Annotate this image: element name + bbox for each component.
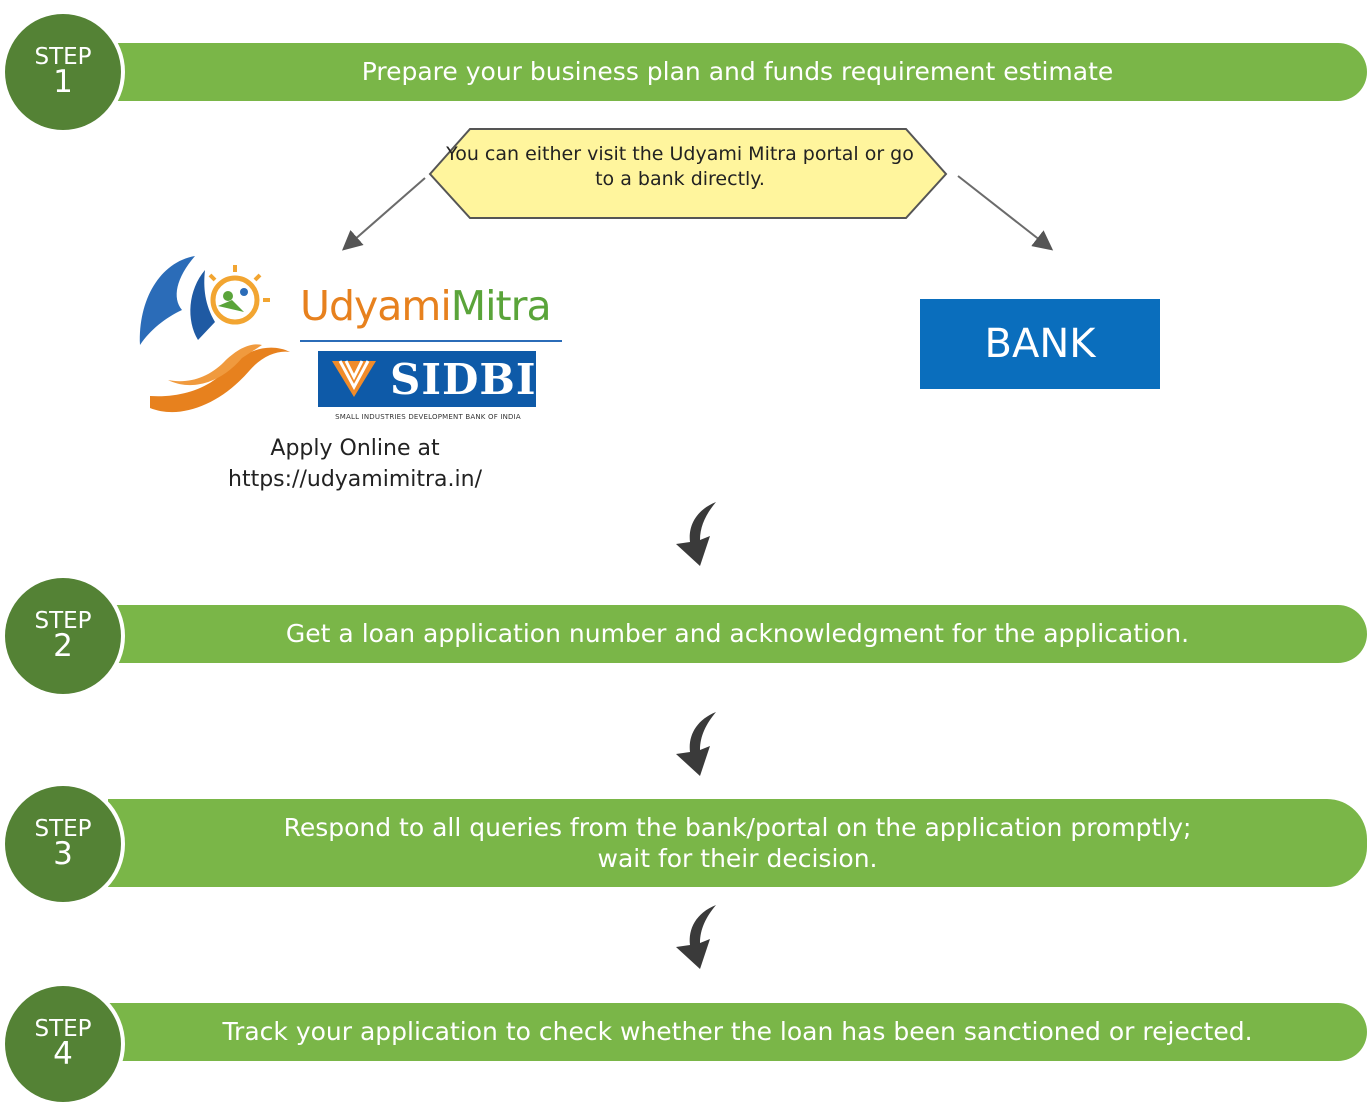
curved-arrow-icon: [676, 502, 716, 566]
step-4-bar: Track your application to check whether …: [108, 1003, 1367, 1061]
step-3-number: 3: [53, 836, 73, 872]
apply-online: Apply Online at https://udyamimitra.in/: [200, 434, 510, 496]
sidbi-logo: SIDBI: [318, 351, 536, 407]
step-3-text: Respond to all queries from the bank/por…: [283, 812, 1192, 873]
udyami-mitra-logo: UdyamiMitra: [300, 282, 552, 330]
step-3-badge: STEP 3: [5, 786, 121, 902]
arrow-to-bank: [957, 175, 1054, 251]
step-3-label: STEP: [34, 816, 92, 842]
step-2-label: STEP: [34, 608, 92, 634]
step-4-label: STEP: [34, 1016, 92, 1042]
step-4-badge: STEP 4: [5, 986, 121, 1102]
step-2-bar: Get a loan application number and acknow…: [108, 605, 1367, 663]
step-1-badge: STEP 1: [5, 14, 121, 130]
curved-arrow-icon: [676, 712, 716, 776]
step-3-bar: Respond to all queries from the bank/por…: [108, 799, 1367, 887]
bank-label: BANK: [984, 321, 1096, 367]
logo-word-udyami: Udyami: [300, 282, 452, 330]
sidbi-text: SIDBI: [390, 355, 537, 404]
step-1-number: 1: [53, 64, 73, 100]
step-1-label: STEP: [34, 44, 92, 70]
udyami-emblem-icon: [139, 256, 290, 413]
sidbi-tagline: SMALL INDUSTRIES DEVELOPMENT BANK OF IND…: [335, 413, 521, 421]
bank-box: BANK: [920, 299, 1160, 389]
sidbi-emblem-icon: [332, 360, 376, 397]
step-4-number: 4: [53, 1036, 73, 1072]
step-2-text: Get a loan application number and acknow…: [285, 619, 1190, 649]
step-4-text: Track your application to check whether …: [222, 1017, 1253, 1047]
curved-arrow-icon: [676, 905, 716, 969]
step-1-text: Prepare your business plan and funds req…: [361, 57, 1114, 87]
step-2-number: 2: [53, 628, 73, 664]
step-2-badge: STEP 2: [5, 578, 121, 694]
arrow-to-udyami: [341, 177, 426, 251]
step-1-bar: Prepare your business plan and funds req…: [108, 43, 1367, 101]
apply-online-label: Apply Online at: [270, 436, 440, 461]
decision-hexagon: [428, 128, 948, 219]
logo-word-mitra: Mitra: [450, 282, 552, 330]
udyamimitra-link[interactable]: https://udyamimitra.in/: [228, 466, 482, 492]
decision-note: You can either visit the Udyami Mitra po…: [446, 143, 914, 190]
